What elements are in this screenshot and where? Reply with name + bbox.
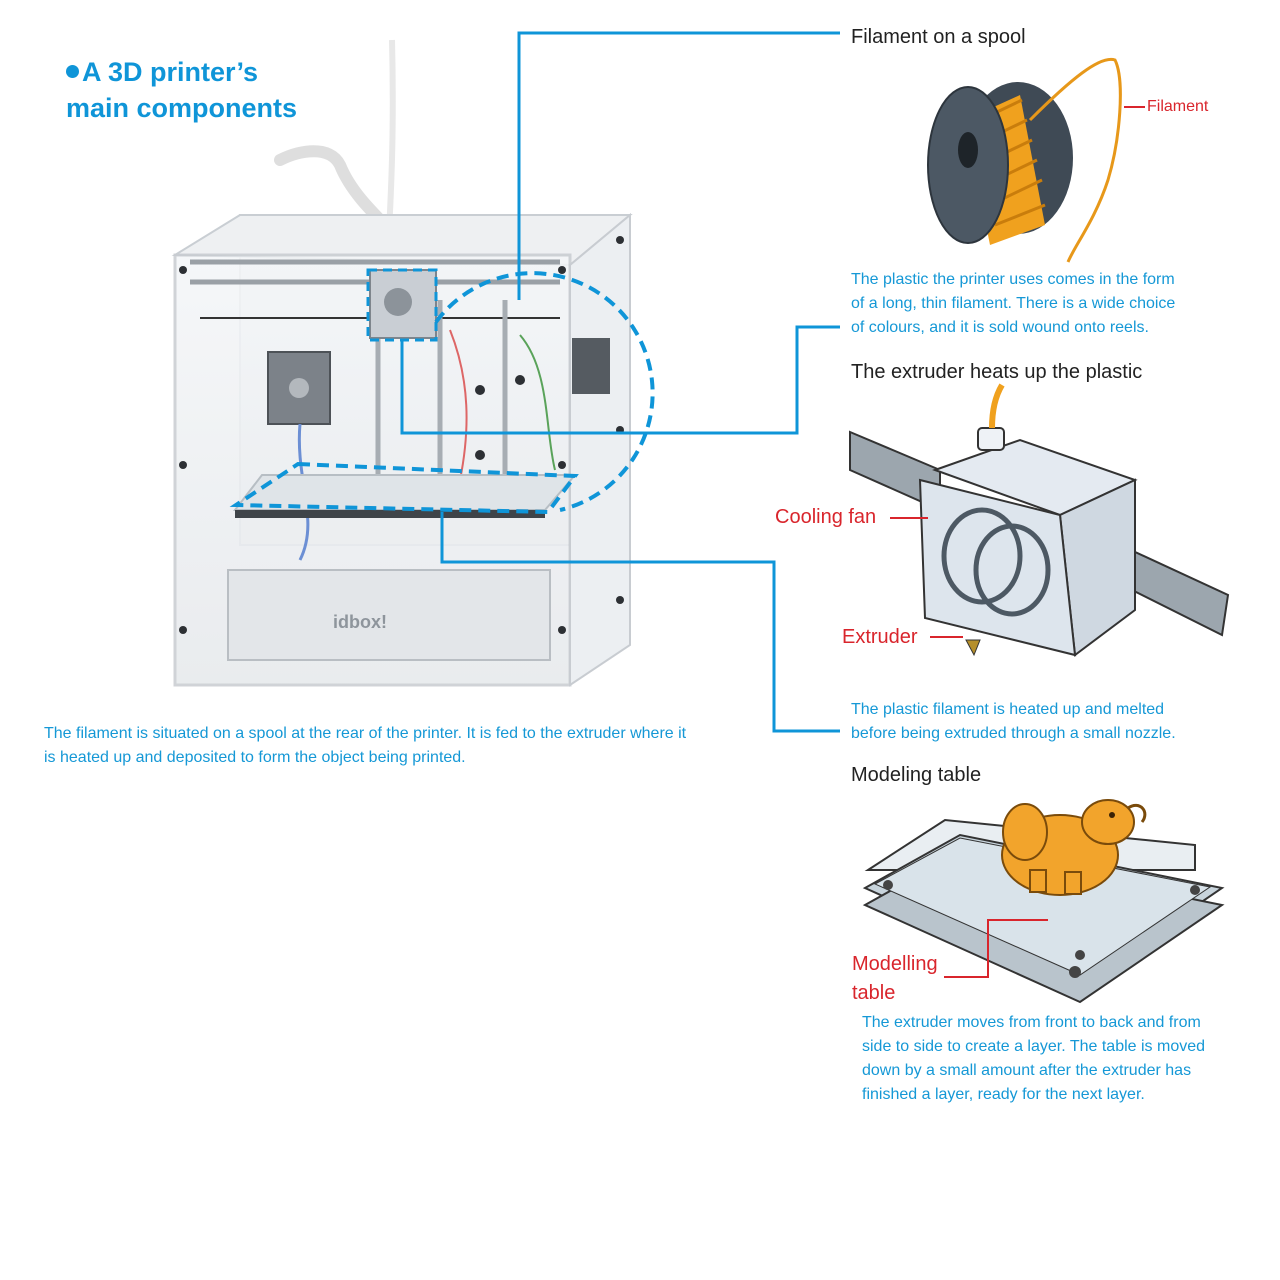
wire-bundle [449, 329, 468, 481]
extruder-label: Extruder [842, 626, 918, 648]
wire-bundle [519, 334, 556, 471]
cable-wrap [274, 145, 396, 236]
spool-description: The plastic the printer uses comes in th… [851, 271, 1176, 336]
motor-shaft [289, 378, 309, 398]
printer-side-panel [569, 212, 631, 687]
bullet-dot-icon [66, 65, 79, 78]
electronics-box [227, 569, 551, 661]
table-description: The extruder moves from front to back an… [862, 1014, 1206, 1103]
leader-line-table [440, 512, 840, 733]
extruder-description: The plastic filament is heated up and me… [851, 701, 1176, 742]
side-motor [572, 338, 610, 394]
table-heading: Modeling table [851, 764, 982, 786]
leader-line-extruder [400, 325, 840, 435]
printer-brand-label: idbox! [333, 612, 387, 632]
page-title: A 3D printer’s main components [66, 57, 298, 123]
spool-heading: Filament on a spool [851, 26, 1026, 48]
modelling-table-label: Modelling table [852, 953, 938, 1004]
leader-line-spool [517, 31, 840, 300]
filament-label: Filament [1147, 98, 1209, 115]
cooling-fan-label: Cooling fan [775, 506, 877, 528]
plate-bracket [235, 510, 545, 518]
extruder-gear [384, 288, 412, 316]
build-plate [232, 474, 578, 511]
main-caption: The filament is situated on a spool at t… [44, 725, 687, 766]
extruder-zoom-circle [434, 271, 655, 512]
extruder-heading: The extruder heats up the plastic [851, 361, 1143, 383]
